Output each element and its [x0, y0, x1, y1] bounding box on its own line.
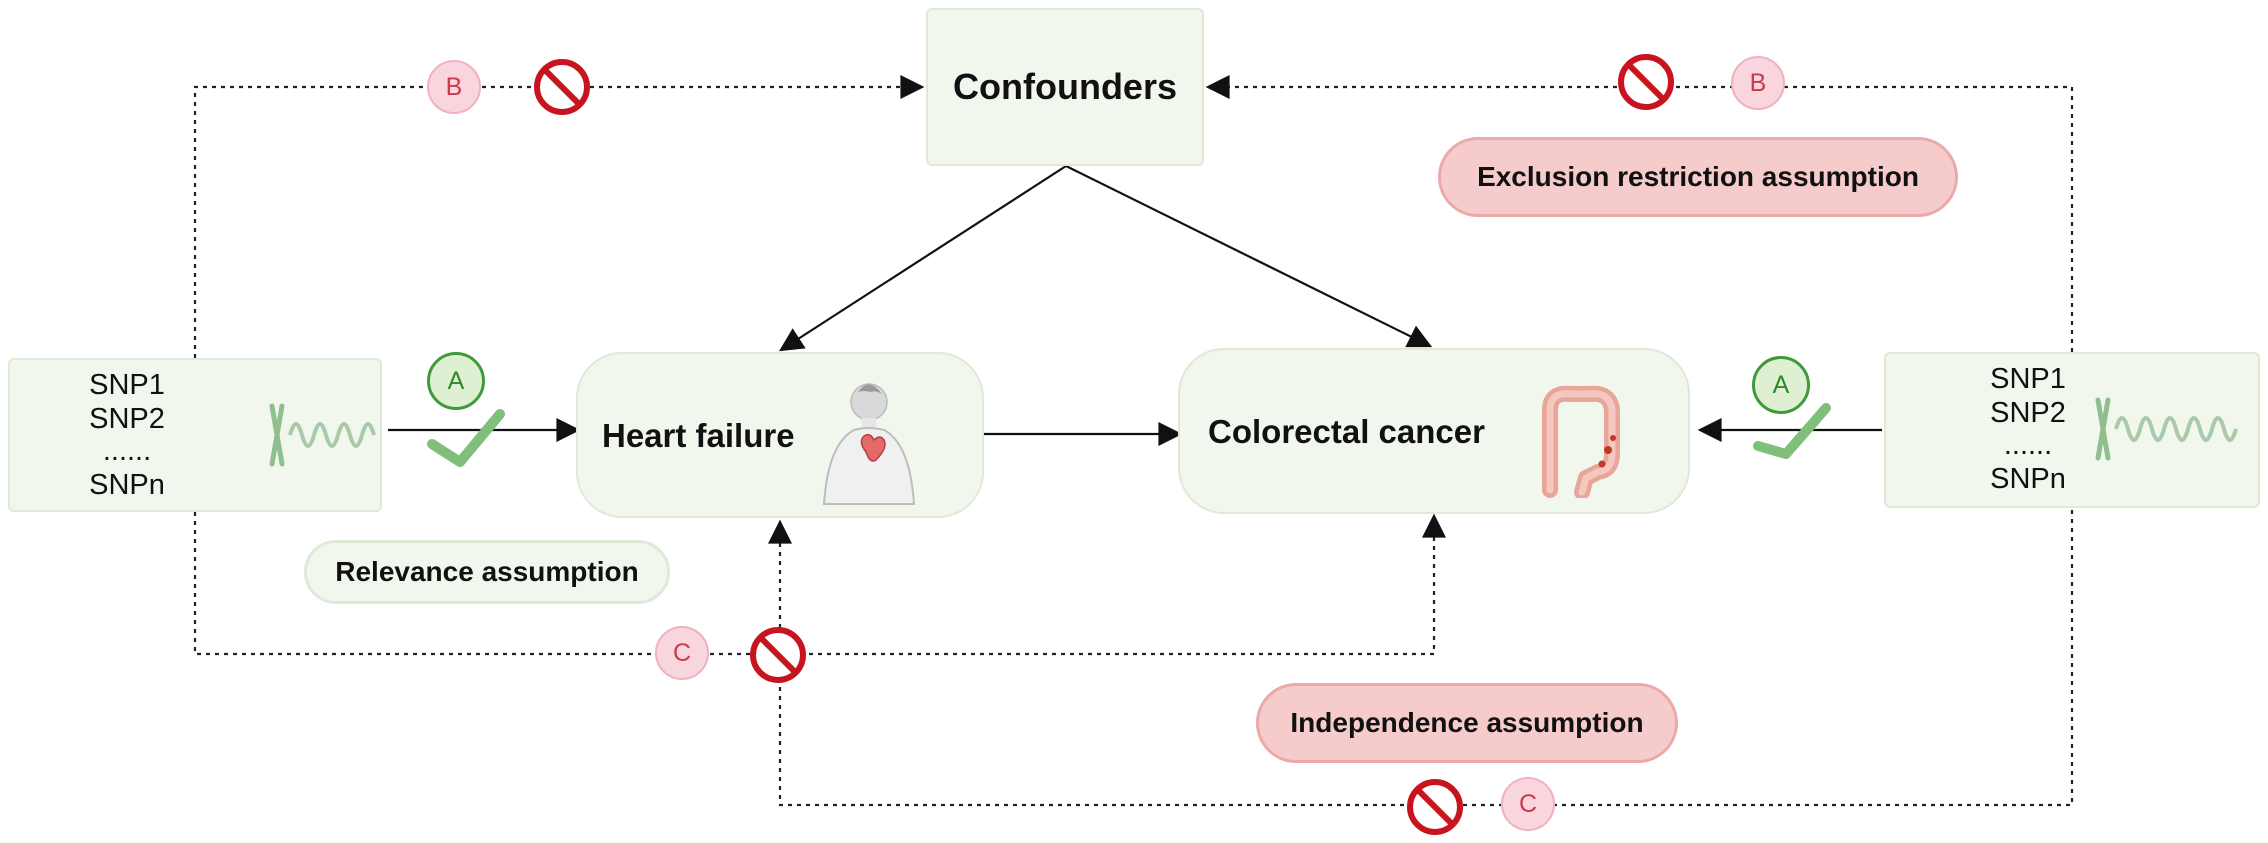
badge-b-right: B — [1731, 56, 1785, 110]
relevance-assumption-label: Relevance assumption — [304, 540, 670, 604]
arrow-confounders-to-heart-failure — [778, 165, 1067, 352]
independence-assumption-label: Independence assumption — [1256, 683, 1678, 763]
heart-torso-icon — [822, 383, 916, 505]
heart-failure-label: Heart failure — [602, 417, 795, 454]
snp-line: SNP1 — [89, 369, 165, 401]
badge-a-right: A — [1752, 356, 1810, 414]
badge-a-left: A — [427, 352, 485, 410]
colon-icon — [1542, 385, 1620, 498]
solid-arrows — [388, 165, 1882, 446]
heart-failure-box: Heart failure — [576, 352, 984, 518]
dotted-snp-right-to-confounders — [1205, 75, 2074, 352]
snp-line: SNP2 — [1990, 397, 2066, 429]
check-icon — [427, 403, 1831, 467]
snp-box-left: SNP1 SNP2 ...... SNPn — [8, 358, 382, 512]
snp-box-right: SNP1 SNP2 ...... SNPn — [1884, 352, 2260, 508]
snp-line: ...... — [2003, 429, 2053, 461]
badge-c-bottom-left: C — [655, 626, 709, 680]
badge-b-left: B — [427, 60, 481, 114]
snp-line: SNP1 — [1990, 363, 2066, 395]
dotted-snp-left-to-colorectal — [193, 512, 1446, 656]
exclusion-restriction-assumption-label: Exclusion restriction assumption — [1438, 137, 1958, 217]
confounders-box: Confounders — [926, 8, 1204, 166]
colorectal-cancer-box: Colorectal cancer — [1178, 348, 1690, 514]
confounders-label: Confounders — [953, 66, 1177, 107]
chromosome-icon — [269, 403, 376, 467]
badge-c-bottom-right: C — [1501, 777, 1555, 831]
chromosome-icon — [2095, 397, 2238, 461]
colorectal-cancer-label: Colorectal cancer — [1208, 413, 1485, 450]
arrow-confounders-to-colorectal — [1065, 165, 1433, 348]
prohibited-icon — [534, 54, 1674, 835]
snp-line: SNPn — [1990, 463, 2066, 495]
snp-line: ...... — [102, 435, 152, 467]
dotted-snp-left-to-confounders — [193, 75, 925, 358]
snp-line: SNP2 — [89, 403, 165, 435]
snp-line: SNPn — [89, 469, 165, 501]
